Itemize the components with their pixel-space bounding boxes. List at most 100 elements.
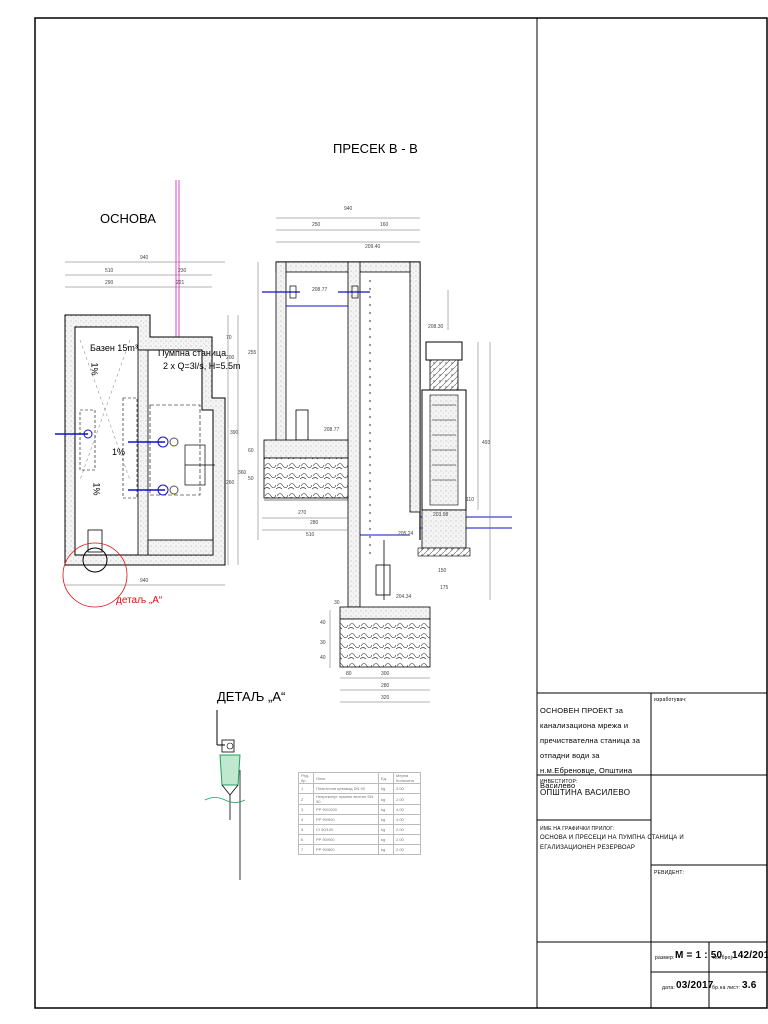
tech-no-value: 142/2017 (732, 950, 768, 961)
project-title: ОСНОВЕН ПРОЕКТ за канализациона мрежа и … (540, 706, 641, 790)
dim-label: 150 (438, 568, 447, 574)
plan-title: ОСНОВА (100, 211, 156, 226)
drawing-name-line-2: ЕГАЛИЗАЦИОНЕН РЕЗЕРВОАР (540, 845, 636, 851)
dim-label: 280 (310, 520, 319, 526)
dim-label: 80 (346, 671, 352, 677)
dim-label: 510 (306, 532, 315, 538)
dim-label: 160 (380, 222, 389, 228)
pump-label-1: Пумпна станица (158, 348, 227, 358)
table-cell: Пластични цевовод DN 90 (313, 783, 379, 794)
detail-title: ДЕТАЉ „А“ (217, 689, 286, 704)
table-cell: kg (378, 844, 394, 855)
table-cell: kg (378, 834, 394, 845)
level-label: 208.30 (428, 324, 444, 330)
date-value: 03/2017 (676, 980, 714, 991)
dim-label: 255 (248, 350, 257, 356)
dim-label: 110 (466, 497, 474, 503)
detail-a (204, 710, 246, 880)
dim-label: 250 (312, 222, 321, 228)
table-cell: 2.00 (393, 783, 421, 794)
slope-label: 1% (91, 482, 102, 496)
table-cell: 2.00 (393, 844, 421, 855)
dim-label: 200 (226, 355, 235, 361)
scale-value: M = 1 : 50 (675, 950, 723, 961)
table-cell: 2 (298, 793, 314, 805)
level-label: 203.98 (433, 512, 449, 518)
slope-label: 1% (112, 447, 126, 457)
sheet-no-label: бр.на лист: (712, 985, 741, 991)
dim-label: 493 (482, 440, 491, 446)
level-label: 208.77 (312, 287, 328, 293)
dim-label: 290 (105, 280, 114, 286)
table-cell: 4.00 (393, 814, 421, 825)
table-cell: kg (378, 783, 394, 794)
dim-label: 510 (105, 268, 114, 274)
date-label: дата: (662, 985, 675, 991)
dim-label: 30 (334, 600, 340, 606)
level-label: 209.40 (365, 244, 381, 250)
table-cell: PP 90/1000 (313, 804, 379, 815)
table-cell: 3 (298, 804, 314, 815)
table-cell: 6 (298, 834, 314, 845)
pump-label-2: 2 x Q=3l/s, H=5.5m (163, 361, 241, 371)
slope-label: 1% (89, 362, 100, 376)
tech-no-label: тех.број: (712, 955, 734, 961)
table-cell: 2.00 (393, 824, 421, 835)
drawing-name-line-1: ОСНОВА И ПРЕСЕЦИ НА ПУМПНА СТАНИЦА И (540, 835, 684, 841)
dim-label: 390 (230, 430, 239, 436)
table-cell: PP 90/900 (313, 834, 379, 845)
dim-label: 230 (178, 268, 187, 274)
table-header: Ед. (378, 772, 394, 784)
table-header: Ред. бр. (298, 772, 314, 784)
dim-label: 260 (226, 480, 235, 486)
plan-view (55, 180, 239, 608)
level-label: 204.34 (396, 594, 412, 600)
section-title: ПРЕСЕК В - В (333, 141, 418, 156)
table-cell: 7 (298, 844, 314, 855)
table-cell: Непрекинут пумпни вентил DN 90 (313, 793, 379, 805)
table-row: Ред. бр. Опис Ед. Мерна Количина (298, 772, 421, 784)
table-cell: 1 (298, 783, 314, 794)
table-cell: kg (378, 793, 394, 805)
dim-label: 940 (140, 578, 149, 584)
dim-label: 60 (248, 448, 254, 454)
dim-label: 40 (320, 620, 326, 626)
table-cell: 5 (298, 824, 314, 835)
level-label: 208.77 (324, 427, 340, 433)
dim-label: 221 (176, 280, 185, 286)
table-cell: 2.00 (393, 793, 421, 805)
detail-marker (62, 542, 128, 608)
sheet-border (34, 17, 768, 1009)
title-block-lines (537, 692, 767, 1008)
table-cell: 2.00 (393, 834, 421, 845)
investor-name: ОПШТИНА ВАСИЛЕВО (540, 788, 631, 797)
table-cell: 4.00 (393, 804, 421, 815)
dim-label: 300 (381, 671, 390, 677)
detail-reference: детаљ „А“ (116, 595, 163, 606)
dim-label: 70 (226, 335, 232, 341)
dim-label: 40 (320, 655, 326, 661)
investor-label: ИНВЕСТИТОР: (540, 779, 578, 785)
dim-label: 280 (381, 683, 390, 689)
table-cell: PP 90/800 (313, 844, 379, 855)
dim-label: 940 (344, 206, 353, 212)
table-cell: kg (378, 824, 394, 835)
table-cell: kg (378, 814, 394, 825)
dim-label: 940 (140, 255, 149, 261)
basin-label: Базен 15m³ (90, 343, 138, 353)
sheet-no-value: 3.6 (742, 980, 757, 991)
table-cell: kg (378, 804, 394, 815)
section-view (257, 217, 512, 703)
level-label: 205.24 (398, 531, 414, 537)
dim-label: 270 (298, 510, 307, 516)
dim-label: 50 (248, 476, 254, 482)
table-header: Опис (313, 772, 379, 784)
dim-label: 175 (440, 585, 449, 591)
